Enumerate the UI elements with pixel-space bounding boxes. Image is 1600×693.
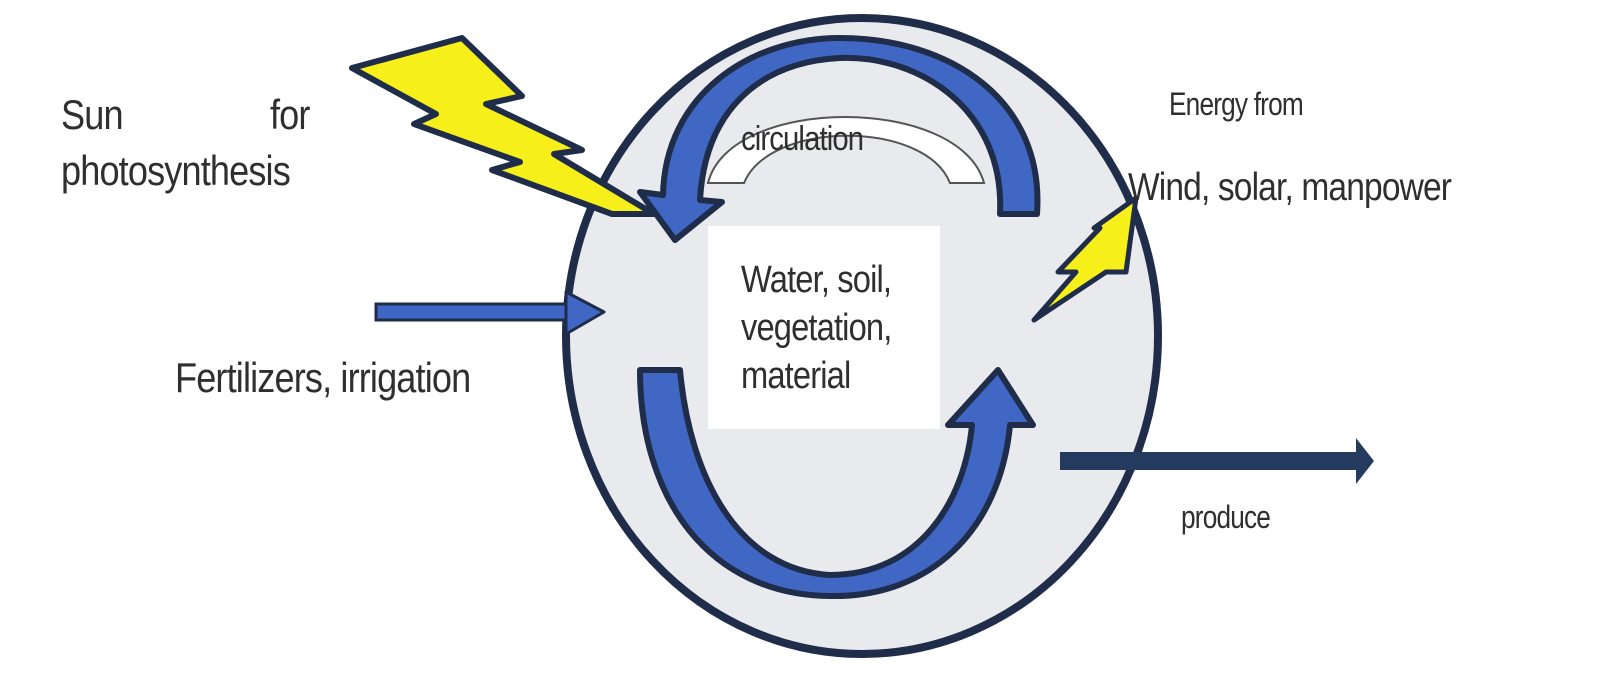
produce-label: produce (1181, 499, 1271, 535)
center-box (708, 226, 940, 429)
sun-label: Sun (61, 91, 124, 138)
energy-lightning-bolt-icon (1031, 195, 1139, 323)
center-line-2: vegetation, (741, 307, 892, 349)
center-line-3: material (741, 355, 851, 397)
sun-lightning-bolt-icon (349, 35, 657, 217)
center-description: Water, soil, vegetation, material (741, 256, 892, 400)
energy-sources-label: Wind, solar, manpower (1128, 166, 1452, 209)
upper-cycle-arrow (637, 35, 1041, 243)
output-arrow (1060, 438, 1374, 484)
input-arrow (374, 290, 606, 336)
sun-for-label: for (270, 91, 310, 138)
lower-cycle-arrow (637, 367, 1036, 600)
circulation-label: circulation (741, 120, 864, 158)
circulation-arc (706, 116, 986, 184)
inputs-label: Fertilizers, irrigation (175, 354, 471, 401)
energy-from-label: Energy from (1169, 86, 1304, 122)
photosynthesis-label: photosynthesis (61, 147, 291, 194)
center-line-1: Water, soil, (741, 259, 892, 301)
